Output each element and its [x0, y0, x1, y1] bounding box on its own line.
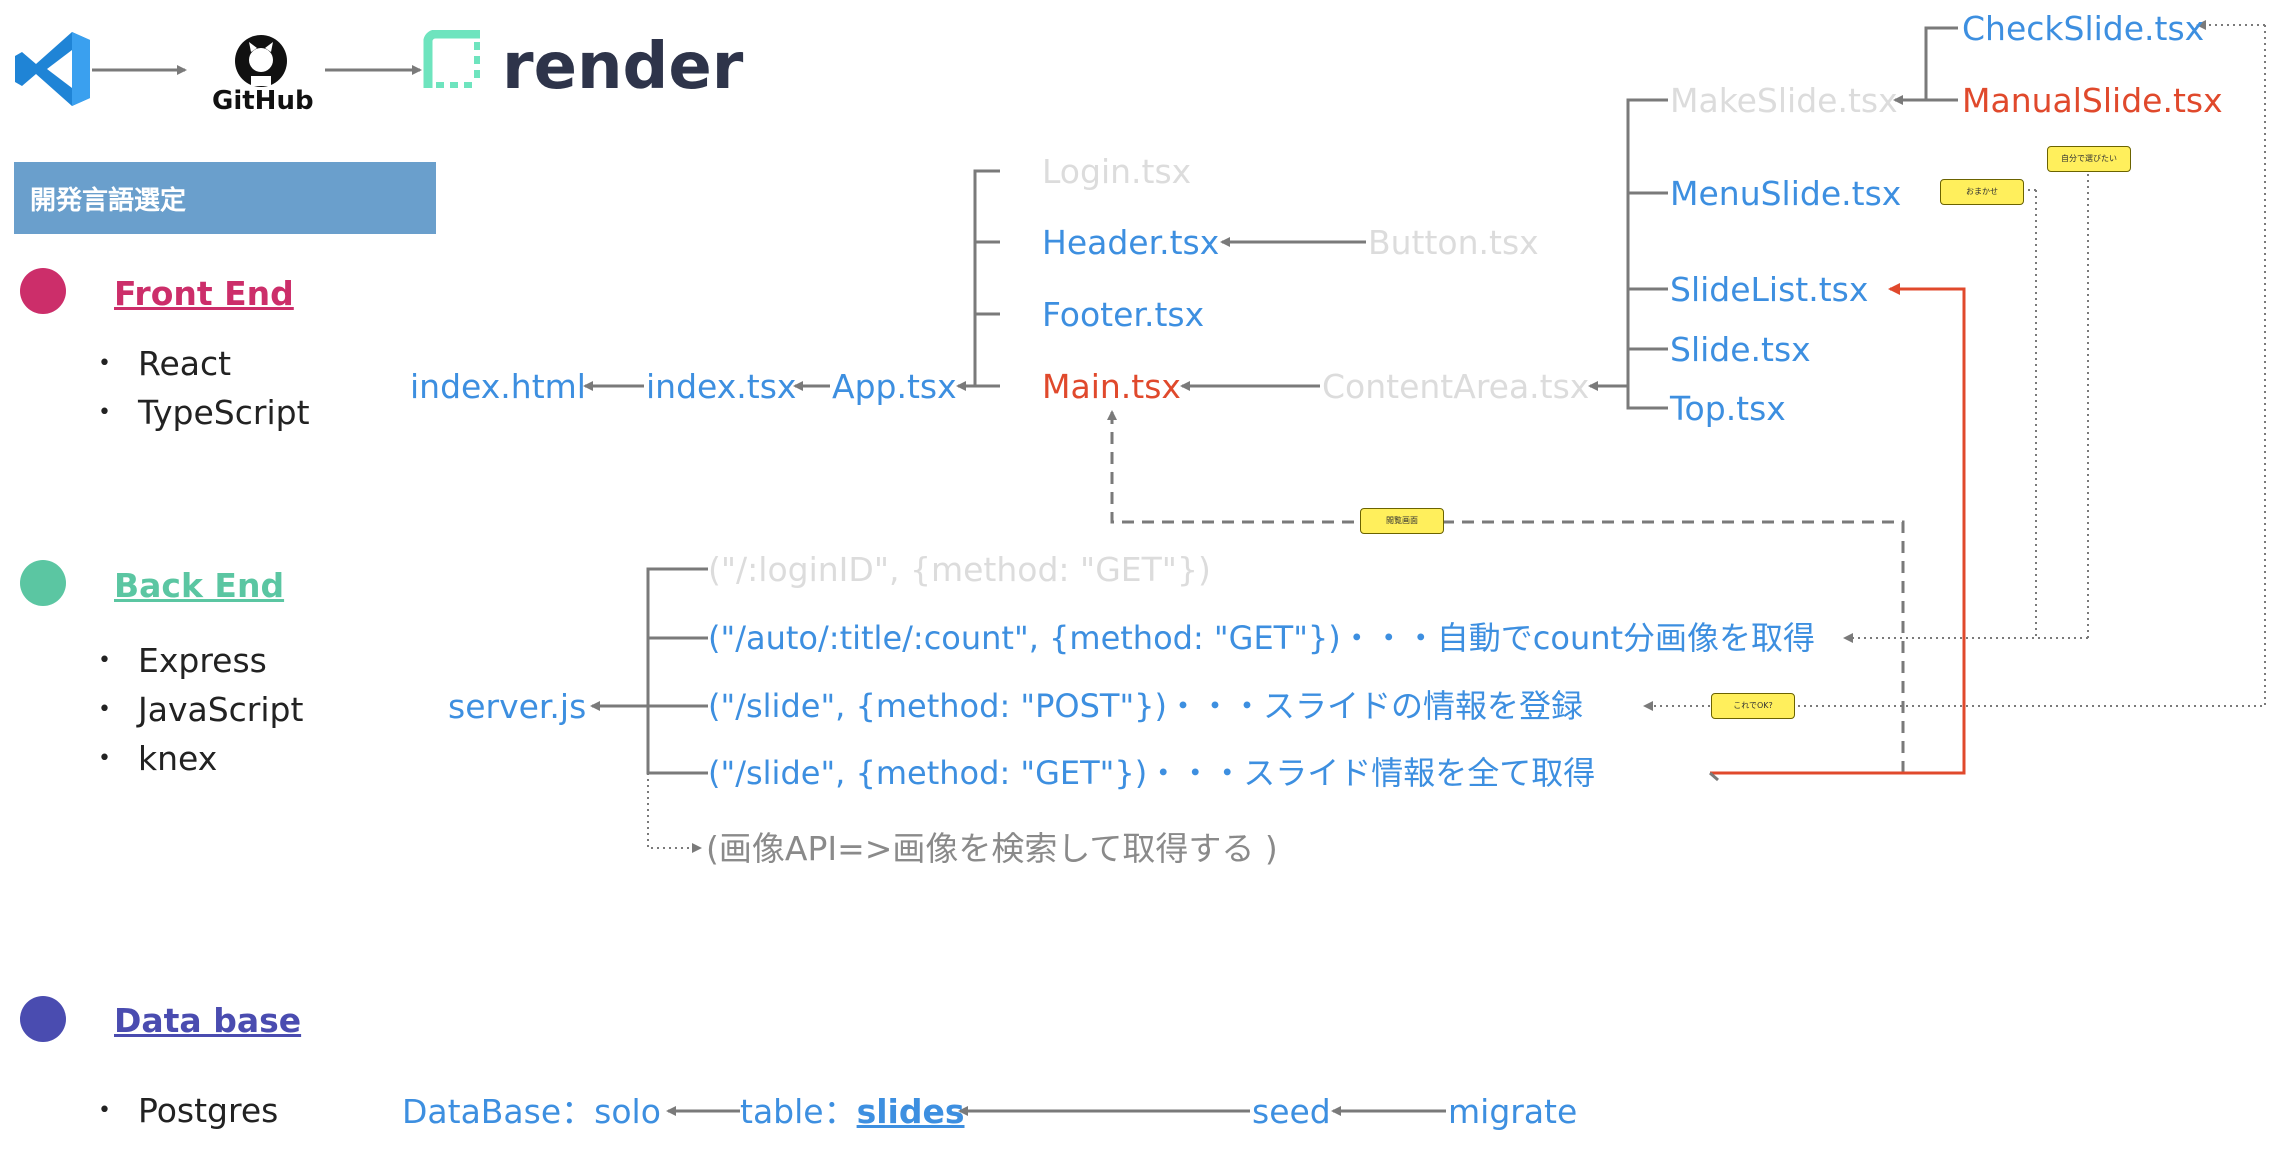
button-tsx-node: Button.tsx — [1368, 223, 1539, 262]
check-slide-tsx-node: CheckSlide.tsx — [1962, 9, 2205, 48]
index-tsx-node: index.tsx — [646, 367, 797, 406]
footer-tsx-node: Footer.tsx — [1042, 295, 1205, 334]
content-area-tsx-node: ContentArea.tsx — [1322, 367, 1590, 406]
list-item: Express — [98, 636, 303, 685]
slide-list-tsx-node: SlideList.tsx — [1670, 270, 1869, 309]
make-slide-tsx-node: MakeSlide.tsx — [1670, 81, 1898, 120]
language-selection-banner: 開発言語選定 — [14, 162, 436, 234]
github-label: GitHub — [212, 86, 314, 116]
main-tsx-node: Main.tsx — [1042, 367, 1181, 406]
list-item: knex — [98, 734, 303, 783]
manual-slide-tsx-node: ManualSlide.tsx — [1962, 81, 2223, 120]
server-js-node: server.js — [448, 687, 587, 726]
front-end-dot — [20, 268, 66, 314]
note-koredeok: これでOK? — [1711, 693, 1795, 719]
render-label: render — [502, 30, 744, 104]
table-node: table：slides — [740, 1095, 965, 1128]
front-end-list: React TypeScript — [98, 339, 310, 437]
app-tsx-node: App.tsx — [832, 367, 957, 406]
table-name: slides — [856, 1092, 965, 1131]
database-node: DataBase：solo — [402, 1092, 661, 1131]
back-end-title: Back End — [114, 566, 285, 605]
back-end-dot — [20, 560, 66, 606]
data-base-list: Postgres — [98, 1086, 278, 1135]
list-item: React — [98, 339, 310, 388]
note-etsuran: 閲覧画面 — [1360, 508, 1444, 534]
github-icon — [235, 35, 287, 87]
header-tsx-node: Header.tsx — [1042, 223, 1220, 262]
vscode-icon — [15, 32, 90, 106]
render-icon — [423, 30, 480, 88]
route-login: ("/:loginID", {method: "GET"}) — [708, 550, 1211, 589]
menu-slide-tsx-node: MenuSlide.tsx — [1670, 174, 1902, 213]
render-logo: render — [420, 26, 743, 106]
data-base-dot — [20, 996, 66, 1042]
github-logo: GitHub — [210, 34, 314, 116]
note-omakase: おまかせ — [1940, 179, 2024, 205]
login-tsx-node: Login.tsx — [1042, 152, 1192, 191]
back-end-list: Express JavaScript knex — [98, 636, 303, 783]
data-base-title: Data base — [114, 1001, 302, 1040]
front-end-title: Front End — [114, 274, 294, 313]
note-jibun: 自分で選びたい — [2047, 146, 2131, 172]
image-api-node: (画像API=>画像を検索して取得する ) — [706, 829, 1278, 868]
list-item: JavaScript — [98, 685, 303, 734]
top-tsx-node: Top.tsx — [1670, 389, 1786, 428]
slide-tsx-node: Slide.tsx — [1670, 330, 1811, 369]
route-auto: ("/auto/:title/:count", {method: "GET"})… — [708, 619, 1816, 657]
route-slide-post: ("/slide", {method: "POST"})・・・スライドの情報を登… — [708, 687, 1584, 725]
seed-node: seed — [1252, 1092, 1331, 1131]
list-item: Postgres — [98, 1086, 278, 1135]
table-prefix: table： — [740, 1092, 857, 1131]
route-slide-get: ("/slide", {method: "GET"})・・・スライド情報を全て取… — [708, 754, 1596, 792]
index-html-node: index.html — [410, 367, 586, 406]
list-item: TypeScript — [98, 388, 310, 437]
migrate-node: migrate — [1448, 1092, 1578, 1131]
